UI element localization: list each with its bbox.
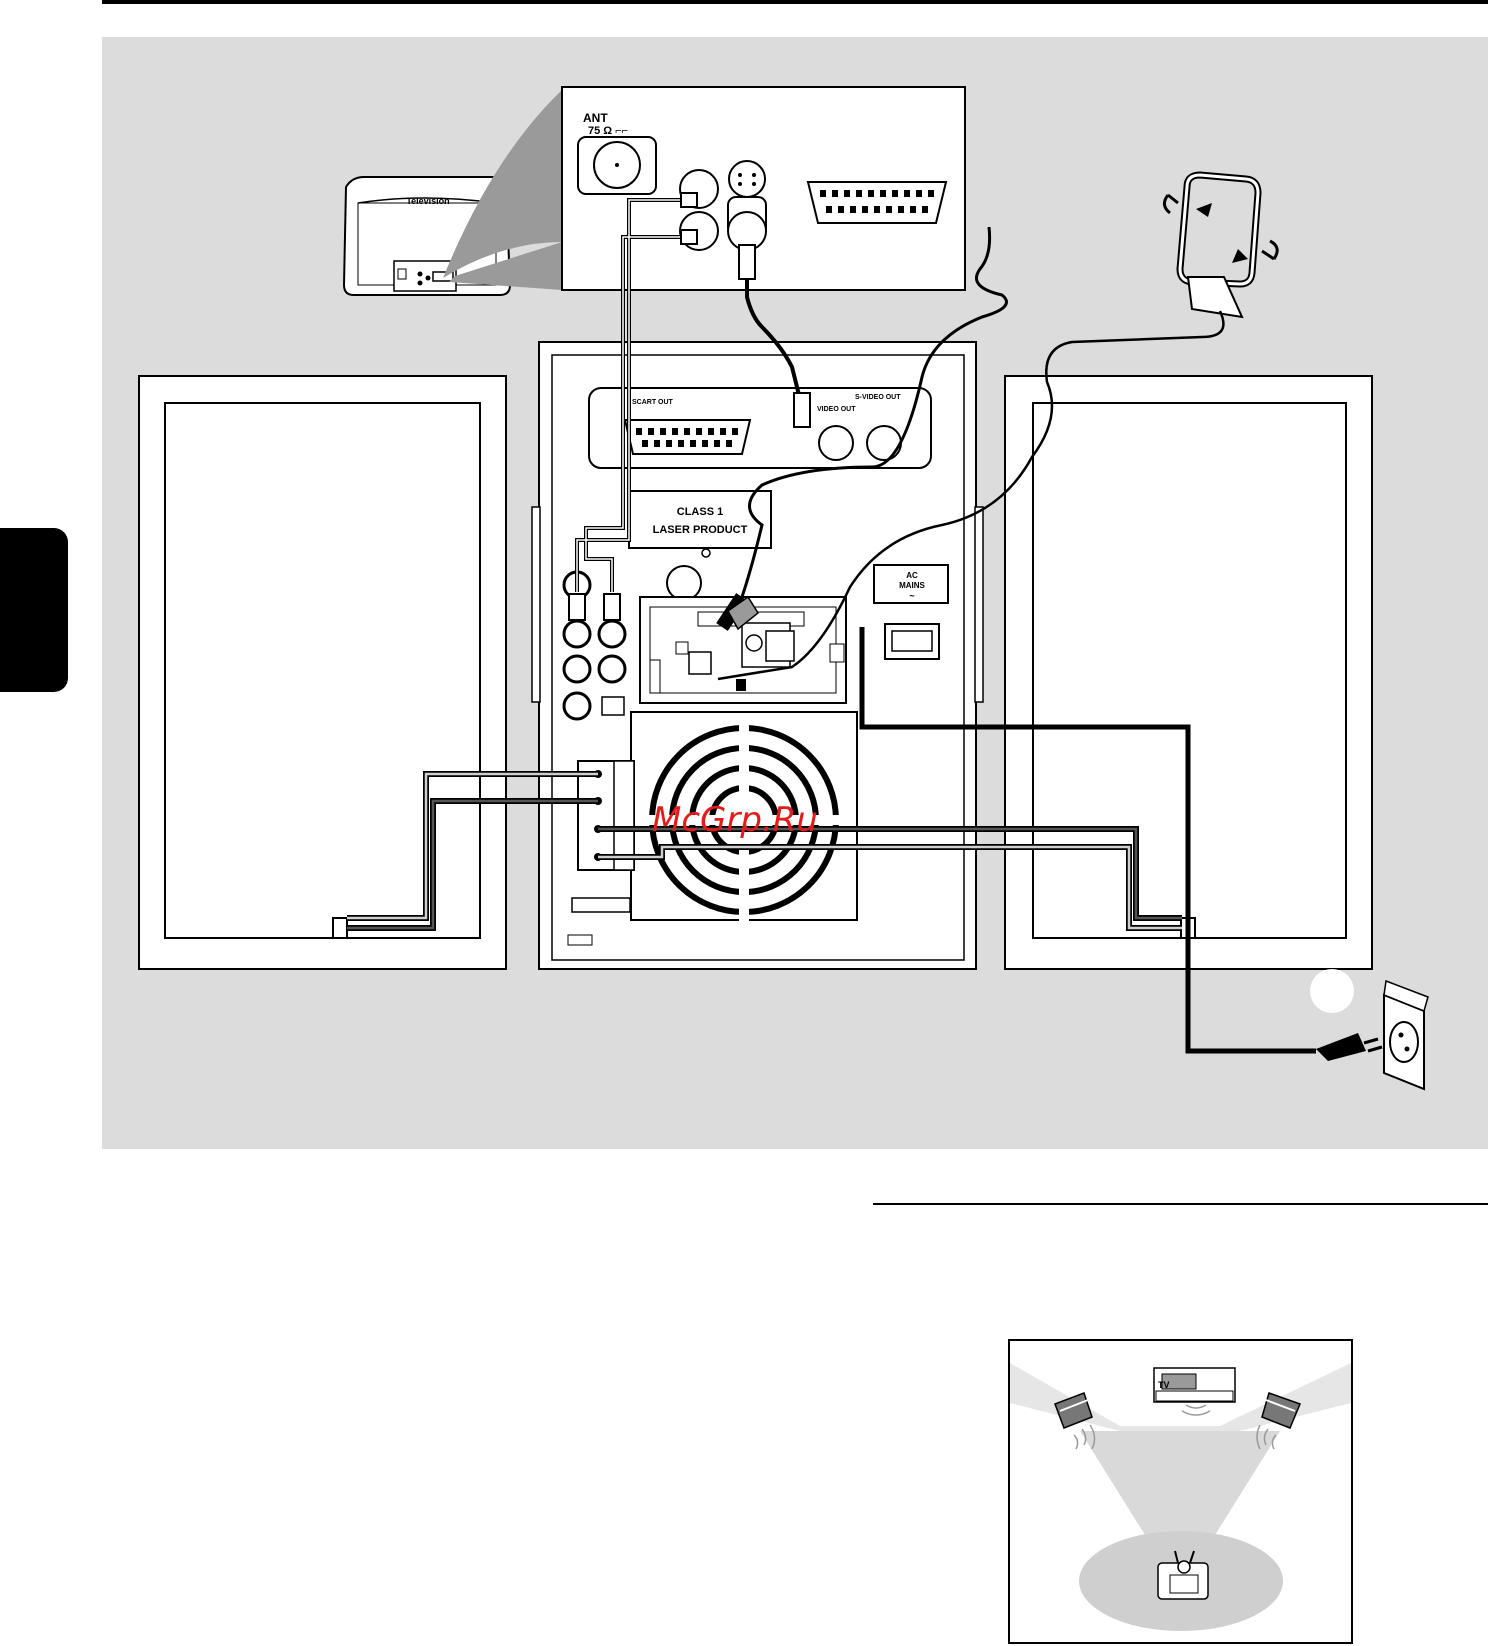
ac-mains-line1: AC (906, 571, 918, 580)
video-out-label: VIDEO OUT (817, 406, 856, 413)
ant-label: ANT (583, 111, 608, 125)
connection-diagram-svg: Television ANT 75 Ω ⌐⌐ SCART OUT VIDEO O… (102, 37, 1488, 1149)
section-rule (873, 1203, 1488, 1205)
ac-mains-socket (885, 624, 939, 659)
wall-socket (1384, 981, 1428, 1089)
main-unit-rear (532, 342, 983, 969)
speaker-placement-svg: TV (1010, 1341, 1351, 1642)
watermark: McGrp.Ru (652, 800, 818, 840)
unit-scart-port (625, 420, 750, 454)
top-rule (102, 0, 1488, 4)
tv-scart-port (808, 182, 946, 223)
tv-unit: TV (1154, 1368, 1235, 1415)
placement-tv-label: TV (1158, 1380, 1170, 1390)
unit-s-video-out-jack (867, 426, 901, 460)
connection-diagram: Television ANT 75 Ω ⌐⌐ SCART OUT VIDEO O… (102, 37, 1488, 1149)
left-speaker (139, 376, 506, 969)
left-speaker-terminal (333, 918, 347, 938)
ohm-label: 75 Ω ⌐⌐ (588, 125, 628, 137)
ac-mains-line2: MAINS (899, 581, 925, 590)
laser-line1: CLASS 1 (677, 506, 723, 518)
laser-line2: LASER PRODUCT (653, 524, 748, 536)
am-loop-antenna (1164, 175, 1277, 317)
power-plug (1316, 1033, 1382, 1061)
speaker-placement-illustration: TV (1008, 1339, 1353, 1644)
s-video-out-label: S-VIDEO OUT (855, 394, 901, 401)
scart-out-label: SCART OUT (632, 399, 674, 406)
step-marker (1310, 969, 1354, 1013)
tv-s-video-port (729, 161, 765, 197)
unit-video-out-jack (819, 426, 853, 460)
language-tab (0, 528, 68, 692)
ac-symbol: ~ (909, 591, 914, 601)
tv-label: Television (406, 196, 449, 206)
